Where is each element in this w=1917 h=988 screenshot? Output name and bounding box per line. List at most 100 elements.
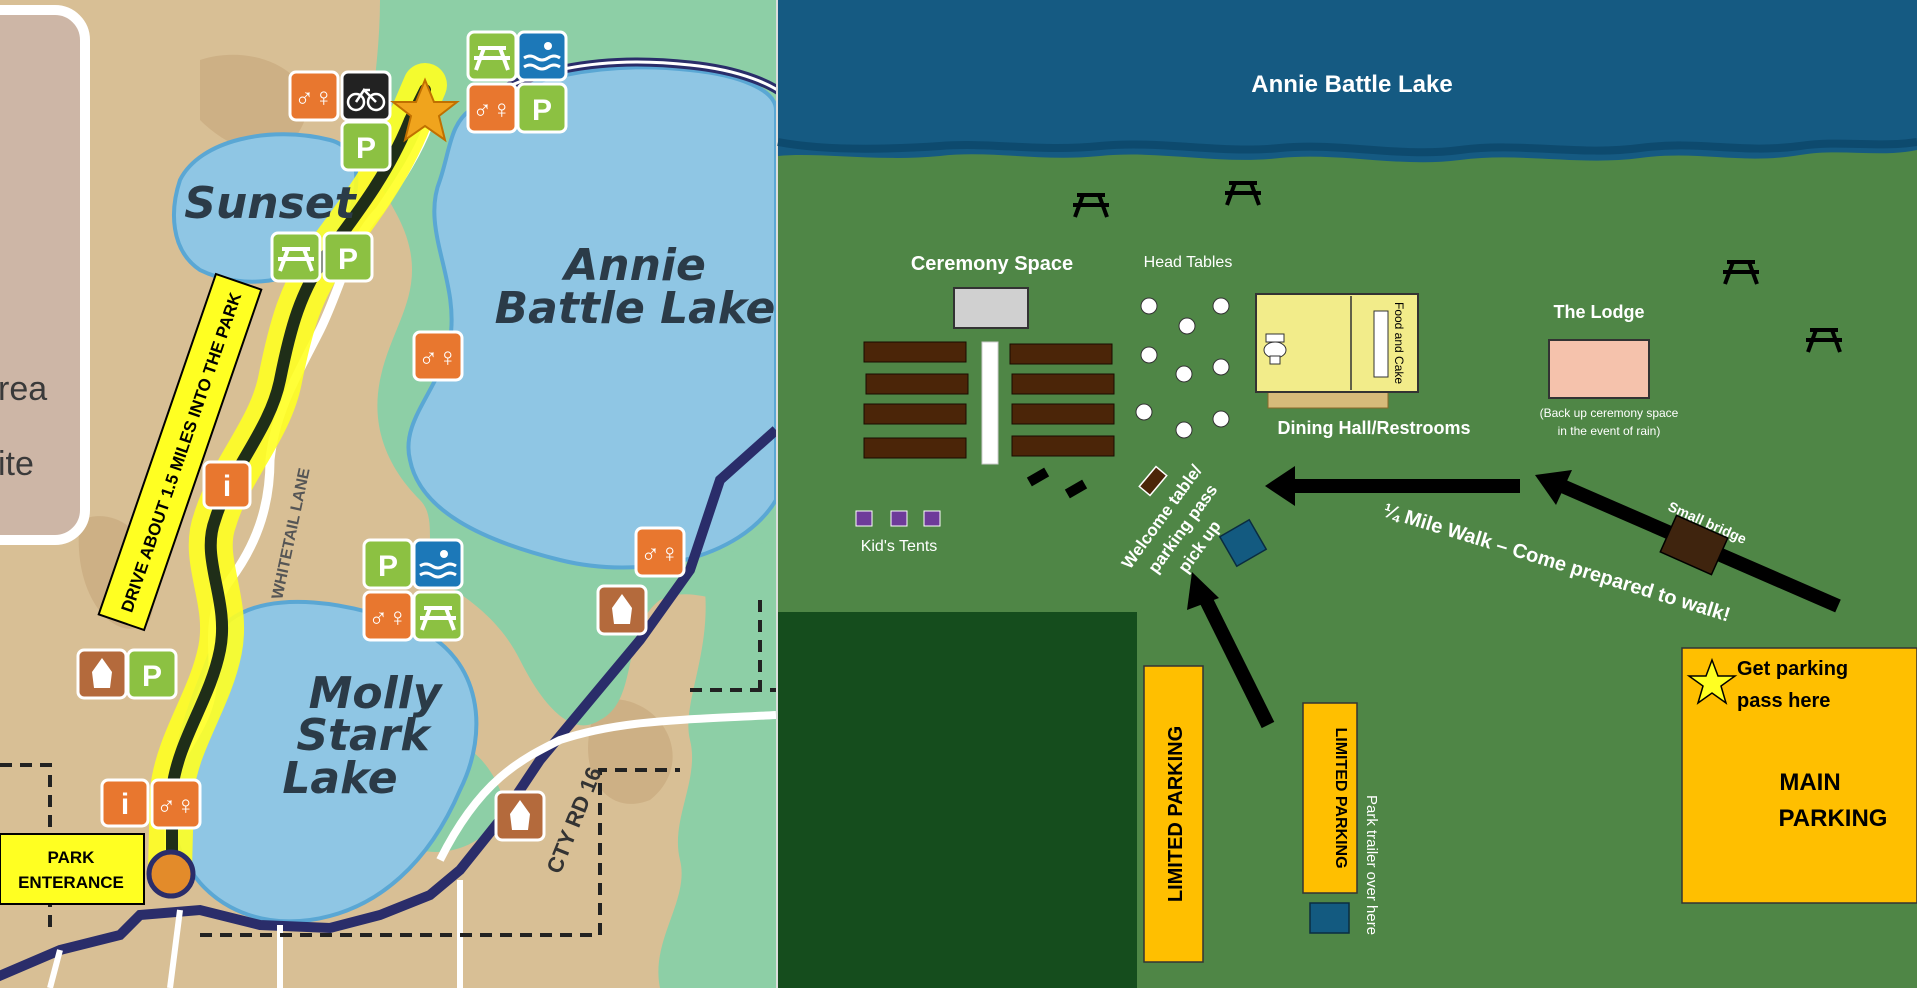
bench	[863, 341, 967, 363]
forest-area	[778, 612, 1137, 988]
svg-text:P: P	[338, 243, 358, 276]
restroom-icon: ♂♀	[466, 82, 518, 134]
bench	[863, 403, 967, 425]
molly-lake-label-line1: Molly	[309, 668, 444, 719]
trail-lines	[0, 600, 776, 937]
head-tables-label: Head Tables	[1144, 254, 1233, 271]
speaker	[1026, 467, 1050, 487]
cut-label-site: ite	[0, 445, 34, 483]
bench	[1009, 343, 1113, 365]
park-trailer-note: Park trailer over here	[1363, 795, 1380, 935]
restroom-icon: ♂♀	[412, 330, 464, 382]
round-table	[1212, 358, 1230, 376]
dining-hall-building	[1255, 293, 1419, 393]
blue-box	[1218, 518, 1268, 568]
walk-arrow-diagonal-up	[1187, 572, 1275, 729]
food-and-cake-table	[1373, 310, 1389, 378]
info-icon: i	[100, 778, 150, 828]
lodge-note-line1: (Back up ceremony space	[1540, 406, 1679, 420]
arch-table	[953, 287, 1029, 329]
picnic-area-icon	[412, 590, 464, 642]
round-table	[1178, 317, 1196, 335]
limited-parking-lot-2	[1302, 702, 1358, 894]
bench	[1011, 373, 1115, 395]
svg-text:P: P	[378, 550, 398, 583]
round-table	[1140, 346, 1158, 364]
swimming-icon	[516, 30, 568, 82]
shelter-icon	[596, 584, 648, 636]
round-table	[1135, 403, 1153, 421]
lake-water	[778, 0, 1917, 163]
kids-tent	[923, 510, 941, 527]
kids-tent	[890, 510, 908, 527]
parking-icon: P	[126, 648, 178, 700]
annie-lake-label-line2: Battle Lake	[495, 283, 776, 334]
limited-parking-lot-1	[1143, 665, 1204, 963]
svg-text:♂♀: ♂♀	[641, 538, 680, 568]
shelter-icon	[494, 790, 546, 842]
bench	[1011, 403, 1115, 425]
north-road-edge	[469, 60, 776, 112]
picnic-area-icon	[466, 30, 518, 82]
aisle	[981, 341, 999, 465]
round-table	[1212, 410, 1230, 428]
restroom-icon: ♂♀	[362, 590, 414, 642]
molly-lake-label-line3: Lake	[282, 753, 397, 804]
route-road	[166, 84, 431, 871]
lake-title: Annie Battle Lake	[1251, 71, 1452, 98]
adjacent-area-box	[0, 5, 90, 545]
svg-text:P: P	[356, 132, 376, 165]
land-texture	[200, 54, 308, 153]
round-table	[1212, 297, 1230, 315]
shoreline	[777, 138, 1917, 157]
annie-lake-label-line1: Annie	[561, 240, 706, 291]
main-parking-line1: MAIN	[1779, 769, 1840, 796]
restroom-icon: ♂♀	[634, 526, 686, 578]
cut-label-area: rea	[0, 370, 47, 408]
bench	[865, 373, 969, 395]
green-area	[658, 540, 776, 988]
parking-icon: P	[362, 538, 414, 590]
ceremony-benches-right	[1009, 343, 1115, 457]
main-parking-line2: PARKING	[1779, 805, 1888, 832]
svg-text:i: i	[223, 470, 231, 503]
panel-divider	[776, 0, 778, 988]
bike-trail-icon	[340, 70, 392, 122]
picnic-area-icon	[270, 231, 322, 283]
park-map-panel: rea ite Sunset Annie Battle Lake Molly S…	[0, 0, 776, 988]
round-table	[1175, 365, 1193, 383]
destination-star-icon	[390, 77, 460, 143]
parking-pass-star-icon	[1686, 657, 1738, 705]
sunset-lake-label: Sunset	[184, 178, 357, 229]
svg-text:♂♀: ♂♀	[369, 602, 408, 632]
limited-parking-label-2: LIMITED PARKING	[1332, 727, 1349, 868]
side-roads	[47, 880, 463, 988]
walk-arrow-horizontal	[1265, 466, 1520, 506]
park-entrance-line2: ENTERANCE	[18, 873, 124, 892]
round-table	[1175, 421, 1193, 439]
svg-text:P: P	[532, 94, 552, 127]
bench	[1011, 435, 1115, 457]
svg-text:♂♀: ♂♀	[295, 82, 334, 112]
parking-icon: P	[340, 120, 392, 172]
welcome-table	[1138, 465, 1168, 497]
cty-rd-16-road	[436, 711, 776, 862]
kids-tent	[855, 510, 873, 527]
park-entrance-line1: PARK	[48, 848, 96, 867]
lodge-note-line2: in the event of rain)	[1558, 424, 1661, 438]
lodge-title: The Lodge	[1554, 302, 1645, 322]
main-road	[0, 426, 776, 982]
svg-text:♂♀: ♂♀	[473, 94, 512, 124]
small-bridge	[1659, 514, 1729, 576]
round-table	[1140, 297, 1158, 315]
site-map-panel: Annie Battle Lake Ceremony Space Head Ta…	[777, 0, 1917, 988]
bench	[863, 437, 967, 459]
parking-icon: P	[322, 231, 374, 283]
dining-hall-porch	[1267, 391, 1389, 409]
molly-lake-label-line2: Stark	[296, 710, 432, 761]
parking-icon: P	[516, 82, 568, 134]
swimming-icon	[412, 538, 464, 590]
toilet-icon	[1263, 333, 1287, 365]
round-tables	[1135, 297, 1230, 439]
